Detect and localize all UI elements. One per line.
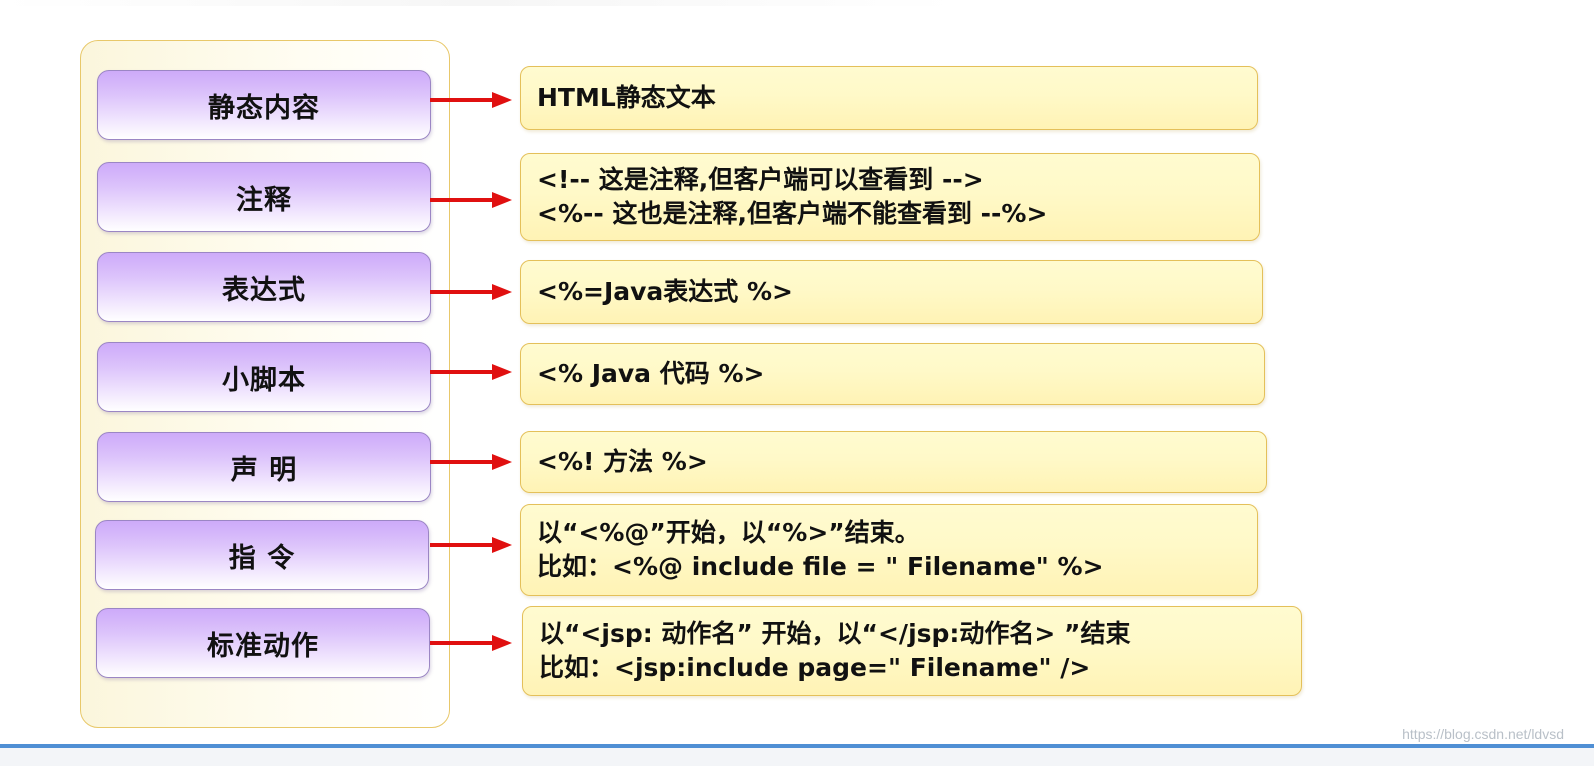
desc-expression: <%=Java表达式 %> <box>520 260 1263 324</box>
category-label: 指 令 <box>228 542 296 574</box>
bottom-bar <box>0 748 1594 766</box>
category-comment: 注释 <box>97 162 431 232</box>
arrow-icon <box>430 635 512 651</box>
desc-line: <%! 方法 %> <box>537 447 708 476</box>
desc-line: 以“<jsp: 动作名” 开始，以“</jsp:动作名> ”结束 <box>539 619 1131 648</box>
category-standard-action: 标准动作 <box>96 608 430 678</box>
bottom-divider <box>0 744 1594 748</box>
arrow-icon <box>430 284 512 300</box>
top-strip <box>0 0 1594 6</box>
desc-static-content: HTML静态文本 <box>520 66 1258 130</box>
desc-line: 比如：<jsp:include page=" Filename" /> <box>539 653 1091 682</box>
desc-line: HTML静态文本 <box>537 83 716 112</box>
watermark-text: https://blog.csdn.net/ldvsd <box>1402 726 1564 742</box>
desc-standard-action: 以“<jsp: 动作名” 开始，以“</jsp:动作名> ”结束 比如：<jsp… <box>522 606 1302 696</box>
category-directive: 指 令 <box>95 520 429 590</box>
category-expression: 表达式 <box>97 252 431 322</box>
desc-declaration: <%! 方法 %> <box>520 431 1267 493</box>
arrow-icon <box>430 92 512 108</box>
category-label: 注释 <box>236 184 292 216</box>
desc-comment: <!-- 这是注释,但客户端可以查看到 --> <%-- 这也是注释,但客户端不… <box>520 153 1260 241</box>
desc-line: 以“<%@”开始，以“%>”结束。 <box>537 518 920 547</box>
category-label: 标准动作 <box>207 630 319 662</box>
desc-line: <!-- 这是注释,但客户端可以查看到 --> <box>537 165 984 194</box>
arrow-icon <box>430 192 512 208</box>
category-scriptlet: 小脚本 <box>97 342 431 412</box>
desc-scriptlet: <% Java 代码 %> <box>520 343 1265 405</box>
desc-directive: 以“<%@”开始，以“%>”结束。 比如：<%@ include file = … <box>520 504 1258 596</box>
category-static-content: 静态内容 <box>97 70 431 140</box>
desc-line: 比如：<%@ include file = " Filename" %> <box>537 552 1104 581</box>
desc-line: <%=Java表达式 %> <box>537 277 793 306</box>
category-label: 声 明 <box>230 454 298 486</box>
category-label: 表达式 <box>222 274 306 306</box>
desc-line: <% Java 代码 %> <box>537 359 765 388</box>
arrow-icon <box>430 454 512 470</box>
arrow-icon <box>430 537 512 553</box>
arrow-icon <box>430 364 512 380</box>
category-label: 静态内容 <box>208 92 320 124</box>
desc-line: <%-- 这也是注释,但客户端不能查看到 --%> <box>537 199 1048 228</box>
category-label: 小脚本 <box>222 364 306 396</box>
category-declaration: 声 明 <box>97 432 431 502</box>
